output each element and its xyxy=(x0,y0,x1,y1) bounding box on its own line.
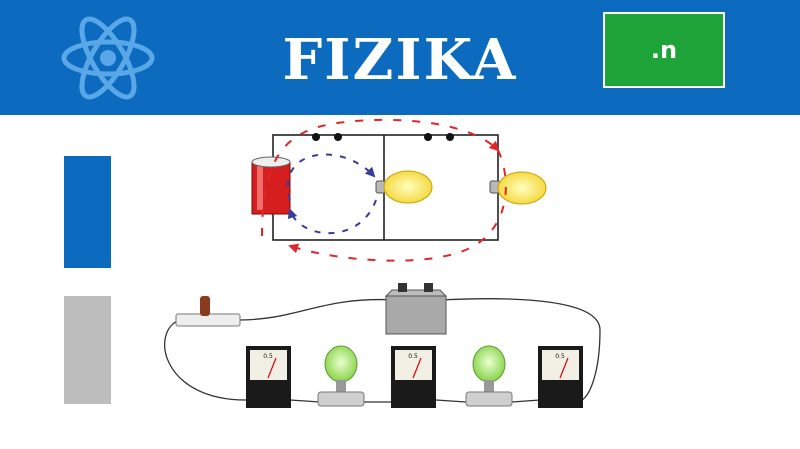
lamp-icon xyxy=(465,345,513,407)
current-arrow-icon xyxy=(286,153,377,235)
current-arrow-icon xyxy=(261,118,507,262)
bulb-icon xyxy=(375,170,433,204)
side-bar-blue xyxy=(64,156,111,268)
page-title: FIZIKA xyxy=(282,27,518,93)
meter-scale-label: 0.5 xyxy=(408,353,418,360)
header-banner: FIZIKA .n xyxy=(0,0,800,115)
side-bar-gray xyxy=(64,296,111,404)
ammeter-icon: 0.5 xyxy=(538,346,583,408)
bulb-icon xyxy=(489,171,547,205)
circuit-diagram xyxy=(251,118,547,262)
badge-label: .n xyxy=(603,12,725,88)
meter-scale-label: 0.5 xyxy=(263,353,273,360)
power-box-icon xyxy=(384,283,448,335)
lamp-icon xyxy=(317,345,365,407)
meter-scale-label: 0.5 xyxy=(555,353,565,360)
ammeter-icon: 0.5 xyxy=(391,346,436,408)
ammeter-icon: 0.5 xyxy=(246,346,291,408)
switch-icon xyxy=(175,296,241,327)
battery-icon xyxy=(251,156,291,215)
apparatus: 0.5 0.5 0.5 xyxy=(164,283,601,408)
circuit-nodes xyxy=(312,133,454,141)
atom-icon xyxy=(61,16,155,100)
